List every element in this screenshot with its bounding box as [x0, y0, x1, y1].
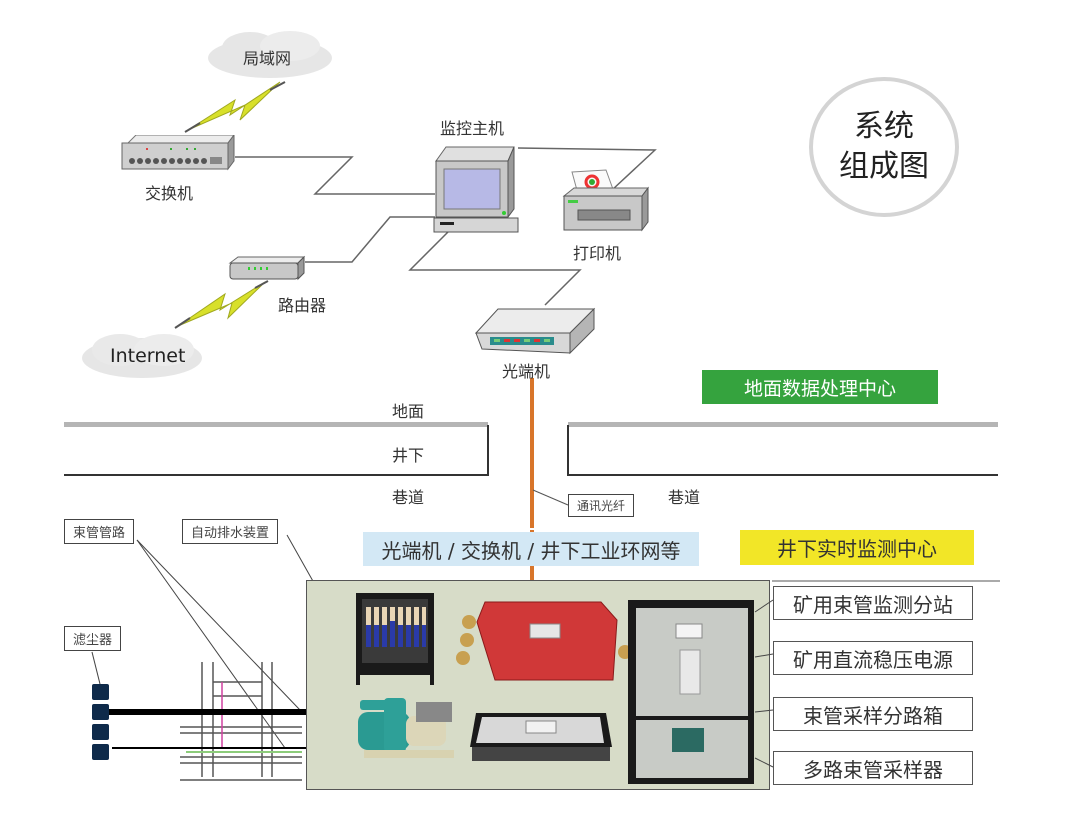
equipment-label-splitter-box: 束管采样分路箱 [773, 697, 973, 731]
dust-filter-callout: 滤尘器 [64, 626, 122, 651]
dust-filter-icon [92, 684, 110, 764]
ground-surface-left [64, 422, 488, 427]
optical-terminal-icon [474, 305, 596, 355]
printer-icon [560, 168, 652, 234]
underground-network-banner: 光端机 / 交换机 / 井下工业环网等 [363, 532, 699, 566]
wire-router-host [305, 216, 435, 263]
tunnel-label-left: 巷道 [392, 488, 425, 507]
tube-pipeline-callout: 束管管路 [64, 519, 135, 544]
host-label: 监控主机 [440, 119, 505, 138]
tunnel-wall-left [64, 425, 489, 476]
underground-label: 井下 [392, 446, 425, 465]
monitoring-substation-icon [455, 600, 635, 682]
tunnel-wall-right [567, 425, 998, 476]
internet-cloud-icon [80, 330, 205, 380]
pipe-grid [180, 662, 302, 781]
optical-terminal-label: 光端机 [502, 362, 551, 381]
surface-data-center-text: 地面数据处理中心 [743, 377, 896, 400]
fiber-callout: 通讯光纤 [568, 494, 635, 517]
wire-host-optical [408, 229, 582, 306]
monitoring-host-icon [432, 143, 524, 235]
dc-power-supply-cabinet-icon [628, 598, 758, 786]
internet-label: Internet [110, 345, 186, 367]
lan-label: 局域网 [243, 49, 292, 68]
underground-network-text: 光端机 / 交换机 / 井下工业环网等 [381, 538, 681, 563]
router-label: 路由器 [278, 296, 327, 315]
router-icon [226, 255, 306, 287]
underground-monitoring-center-text: 井下实时监测中心 [777, 537, 937, 561]
ground-label: 地面 [392, 402, 425, 421]
tunnel-label-right: 巷道 [668, 488, 701, 507]
multi-channel-sampler-icon [350, 690, 462, 762]
printer-label: 打印机 [573, 244, 622, 263]
title-line-1: 系统 [854, 109, 914, 144]
ground-surface-right [568, 422, 998, 427]
underground-monitoring-center-banner: 井下实时监测中心 [740, 530, 974, 565]
lightning-lan-icon [187, 81, 281, 131]
wire-switch-host [235, 156, 435, 195]
equipment-label-sampler: 多路束管采样器 [773, 751, 973, 785]
switch-label: 交换机 [145, 184, 194, 203]
equipment-label-power-supply: 矿用直流稳压电源 [773, 641, 973, 675]
surface-data-center-banner: 地面数据处理中心 [702, 370, 938, 404]
diagram-title: 系统 组成图 [809, 77, 959, 217]
lan-cloud-icon [205, 30, 335, 80]
sampling-splitter-box-icon [466, 711, 616, 763]
auto-drain-device-icon [356, 593, 436, 685]
lightning-internet-icon [177, 281, 266, 327]
switch-icon [120, 133, 236, 171]
equipment-label-substation: 矿用束管监测分站 [773, 586, 973, 620]
title-line-2: 组成图 [839, 149, 929, 184]
auto-drain-callout: 自动排水装置 [182, 519, 279, 544]
